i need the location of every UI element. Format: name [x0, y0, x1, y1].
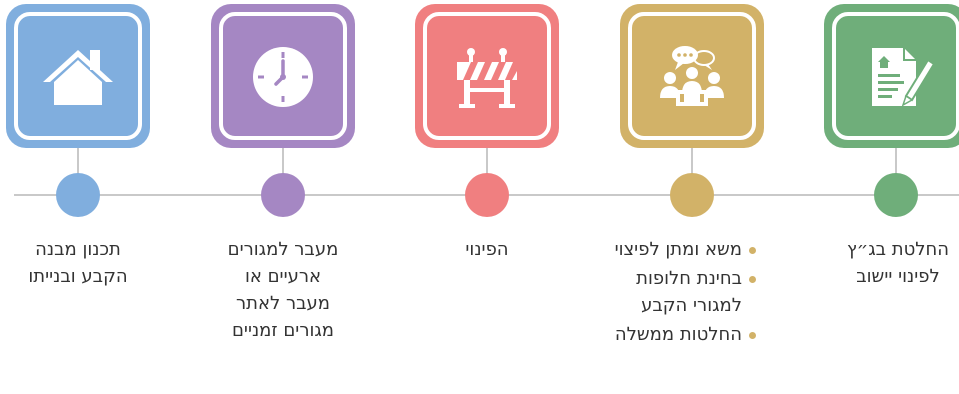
timeline-dot [874, 173, 918, 217]
timeline-dot [465, 173, 509, 217]
bullet-item: בחינת חלופות למגורי הקבע [606, 265, 756, 319]
bullet-item: משא ומתן לפיצוי [606, 236, 756, 263]
stage-card-frame [423, 12, 551, 140]
stage-card-frame [14, 12, 142, 140]
timeline-stage-relocation: מעבר למגורים ארעיים או מעבר לאתר מגורים … [211, 0, 361, 394]
stage-card-frame [219, 12, 347, 140]
label-line: תכנון מבנה [35, 239, 121, 260]
label-line: ארעיים או [244, 266, 322, 287]
stage-label: הפינוי [405, 236, 569, 263]
house-icon [28, 26, 128, 126]
label-line: מעבר לאתר [235, 293, 331, 314]
connector [691, 148, 693, 176]
stage-card [824, 4, 959, 148]
stage-card-frame [832, 12, 959, 140]
stage-label: תכנון מבנה הקבע ובנייתו [0, 236, 160, 290]
stage-card-frame [628, 12, 756, 140]
stage-bullet-list: משא ומתן לפיצוי בחינת חלופות למגורי הקבע… [606, 236, 756, 350]
timeline-stage-build: תכנון מבנה הקבע ובנייתו [6, 0, 156, 394]
connector [77, 148, 79, 176]
timeline-dot [261, 173, 305, 217]
timeline-dot [670, 173, 714, 217]
label-line: מעבר למגורים [227, 239, 339, 260]
connector [282, 148, 284, 176]
connector [895, 148, 897, 176]
timeline-stage-court-ruling: החלטת בג״ץ לפינוי יישוב [824, 0, 959, 394]
meeting-icon [642, 26, 742, 126]
document-pen-icon [846, 26, 946, 126]
stage-card [211, 4, 355, 148]
connector [486, 148, 488, 176]
stage-card [620, 4, 764, 148]
bullet-item: החלטות ממשלה [606, 321, 756, 348]
label-line: הקבע ובנייתו [28, 266, 128, 287]
roadblock-icon [437, 26, 537, 126]
clock-icon [233, 26, 333, 126]
timeline-dot [56, 173, 100, 217]
timeline-stage-negotiation: משא ומתן לפיצוי בחינת חלופות למגורי הקבע… [615, 0, 770, 394]
stage-card [415, 4, 559, 148]
label-line: הפינוי [465, 239, 509, 260]
label-line: מגורים זמניים [231, 320, 335, 341]
timeline-stage-evacuation: הפינוי [415, 0, 565, 394]
label-line: לפינוי יישוב [856, 266, 940, 287]
stage-label: החלטת בג״ץ לפינוי יישוב [818, 236, 959, 290]
stage-card [6, 4, 150, 148]
stage-label: מעבר למגורים ארעיים או מעבר לאתר מגורים … [201, 236, 365, 344]
label-line: החלטת בג״ץ [846, 239, 950, 260]
